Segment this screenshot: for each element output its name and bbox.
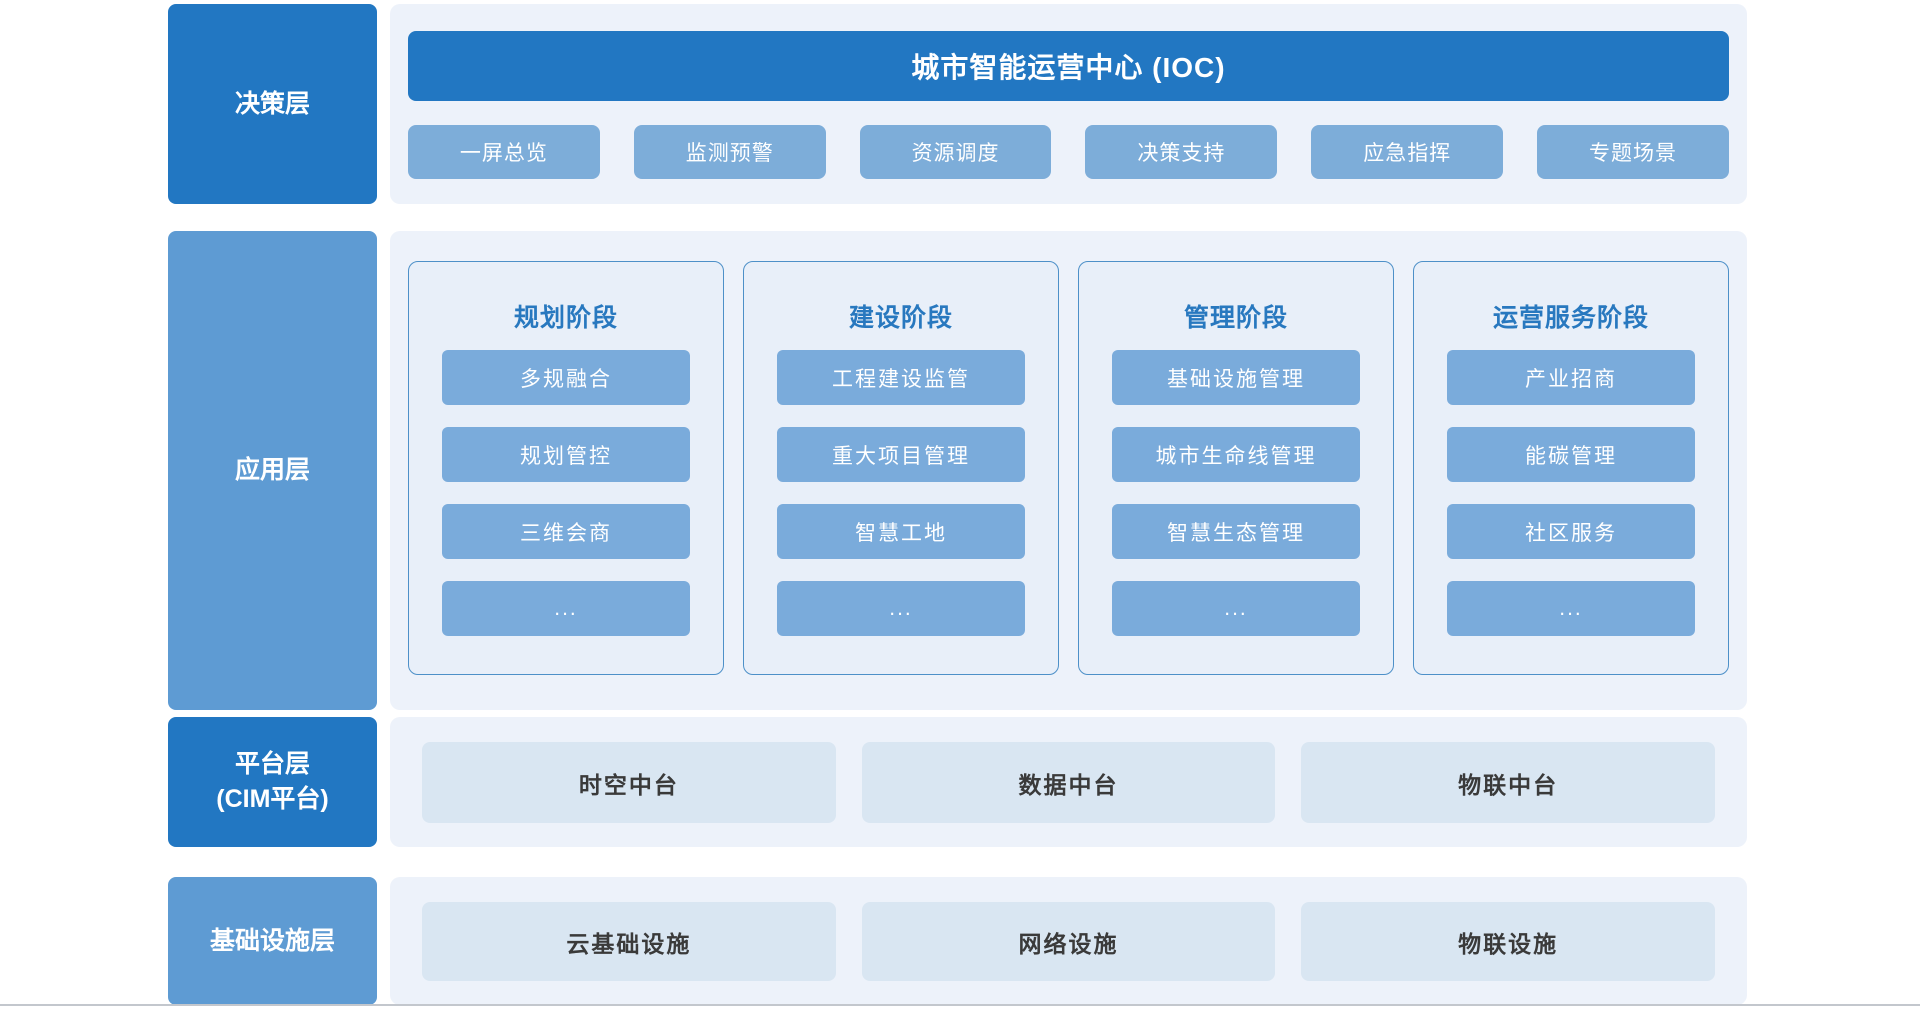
app-column-title: 管理阶段 <box>1183 304 1288 332</box>
ioc-header: 城市智能运营中心 (IOC) <box>408 31 1729 101</box>
app-item-ellipsis: ... <box>442 581 690 636</box>
app-column-construction: 建设阶段 工程建设监管 重大项目管理 智慧工地 ... <box>743 261 1059 675</box>
infra-item-cloud: 云基础设施 <box>422 902 836 981</box>
app-item-ellipsis: ... <box>1112 581 1360 636</box>
infra-item-iot: 物联设施 <box>1301 902 1716 981</box>
platform-item-iot: 物联中台 <box>1301 742 1716 823</box>
decision-panel: 城市智能运营中心 (IOC) 一屏总览 监测预警 资源调度 决策支持 应急指挥 … <box>390 4 1747 204</box>
app-item: 工程建设监管 <box>777 350 1025 405</box>
platform-layer-row: 平台层 (CIM平台) 时空中台 数据中台 物联中台 <box>0 717 1920 847</box>
chip-decision-support: 决策支持 <box>1085 125 1278 179</box>
app-item: 重大项目管理 <box>777 427 1025 482</box>
layer-label-infrastructure: 基础设施层 <box>168 877 377 1005</box>
app-column-operation-service: 运营服务阶段 产业招商 能碳管理 社区服务 ... <box>1413 261 1729 675</box>
app-item: 智慧生态管理 <box>1112 504 1360 559</box>
app-item: 基础设施管理 <box>1112 350 1360 405</box>
app-item: 多规融合 <box>442 350 690 405</box>
chip-emergency-command: 应急指挥 <box>1311 125 1504 179</box>
app-column-title: 建设阶段 <box>848 304 953 332</box>
chip-theme-scene: 专题场景 <box>1537 125 1729 179</box>
infra-item-network: 网络设施 <box>861 902 1276 981</box>
window-bottom-edge <box>0 1004 1920 1006</box>
app-item-ellipsis: ... <box>777 581 1025 636</box>
layer-label-application: 应用层 <box>168 231 377 710</box>
layer-label-platform: 平台层 (CIM平台) <box>168 717 377 847</box>
layer-label-decision: 决策层 <box>168 4 377 204</box>
chip-resource-dispatch: 资源调度 <box>859 125 1052 179</box>
platform-item-spatiotemporal: 时空中台 <box>422 742 836 823</box>
application-layer-row: 应用层 规划阶段 多规融合 规划管控 三维会商 ... 建设阶段 工程建设监管 … <box>0 231 1920 710</box>
app-item: 规划管控 <box>442 427 690 482</box>
infrastructure-panel: 云基础设施 网络设施 物联设施 <box>390 877 1747 1005</box>
decision-chip-row: 一屏总览 监测预警 资源调度 决策支持 应急指挥 专题场景 <box>408 125 1729 179</box>
app-item: 产业招商 <box>1447 350 1695 405</box>
infrastructure-layer-row: 基础设施层 云基础设施 网络设施 物联设施 <box>0 877 1920 1005</box>
app-column-planning: 规划阶段 多规融合 规划管控 三维会商 ... <box>408 261 724 675</box>
platform-item-data: 数据中台 <box>861 742 1276 823</box>
app-column-title: 规划阶段 <box>513 304 618 332</box>
app-column-management: 管理阶段 基础设施管理 城市生命线管理 智慧生态管理 ... <box>1078 261 1394 675</box>
app-column-title: 运营服务阶段 <box>1492 304 1649 332</box>
app-item-ellipsis: ... <box>1447 581 1695 636</box>
app-item: 能碳管理 <box>1447 427 1695 482</box>
chip-overview: 一屏总览 <box>408 125 600 179</box>
platform-panel: 时空中台 数据中台 物联中台 <box>390 717 1747 847</box>
app-item: 三维会商 <box>442 504 690 559</box>
app-item: 社区服务 <box>1447 504 1695 559</box>
application-panel: 规划阶段 多规融合 规划管控 三维会商 ... 建设阶段 工程建设监管 重大项目… <box>390 231 1747 710</box>
decision-layer-row: 决策层 城市智能运营中心 (IOC) 一屏总览 监测预警 资源调度 决策支持 应… <box>0 4 1920 204</box>
app-item: 城市生命线管理 <box>1112 427 1360 482</box>
chip-monitor-warning: 监测预警 <box>633 125 826 179</box>
app-item: 智慧工地 <box>777 504 1025 559</box>
